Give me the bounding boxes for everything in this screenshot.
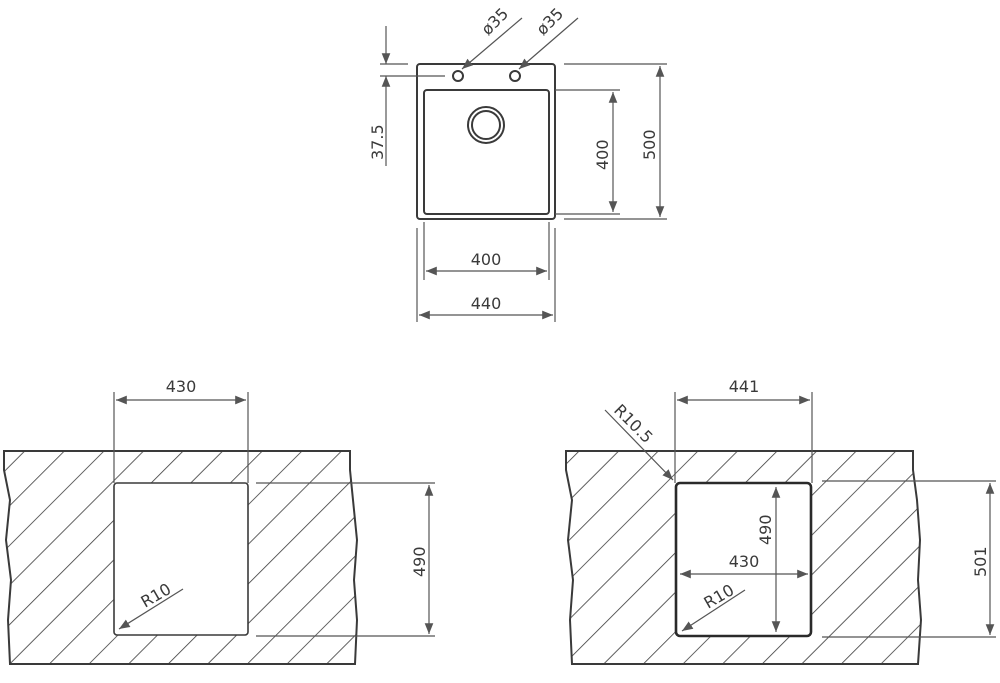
tap-hole-left-label: ø35: [477, 4, 512, 39]
top-view-sink: ø35 ø35 37.5 400 500 400 440: [368, 4, 667, 322]
cutout-right: 441 R10.5 501 490 430 R10: [565, 377, 996, 665]
radius-right-inner-leader: [681, 589, 746, 632]
dim-inner-height-label: 400: [593, 139, 612, 170]
radius-left-leader: [118, 588, 184, 630]
dim-37-5-label: 37.5: [368, 124, 387, 160]
cutout-opening-left: [113, 482, 249, 636]
dim-left-height-label: 490: [410, 546, 429, 577]
dim-right-outer-width-label: 441: [729, 377, 760, 396]
drain-inner: [471, 110, 501, 140]
dim-left-width-label: 430: [166, 377, 197, 396]
dim-right-inner-width-label: 430: [729, 552, 760, 571]
radius-right-outer-leader: [604, 409, 674, 481]
tap-hole-right-label: ø35: [532, 4, 567, 39]
dim-outer-width-label: 440: [471, 294, 502, 313]
countertop-outline-left: [3, 450, 359, 665]
dim-right-outer-height-label: 501: [971, 546, 990, 577]
tap-hole-right: [509, 70, 521, 82]
sink-outer-rim: [416, 63, 556, 220]
tap-hole-left: [452, 70, 464, 82]
countertop-outline-right: [565, 450, 923, 665]
cutout-left: 430 490 R10: [3, 377, 435, 665]
drain-outer: [467, 106, 505, 144]
dim-right-inner-height-label: 490: [756, 514, 775, 545]
tap-hole-right-leader: [518, 17, 579, 70]
dim-outer-height-label: 500: [640, 129, 659, 160]
dim-inner-width-label: 400: [471, 250, 502, 269]
sink-bowl: [423, 89, 550, 215]
tap-hole-left-leader: [461, 17, 523, 70]
